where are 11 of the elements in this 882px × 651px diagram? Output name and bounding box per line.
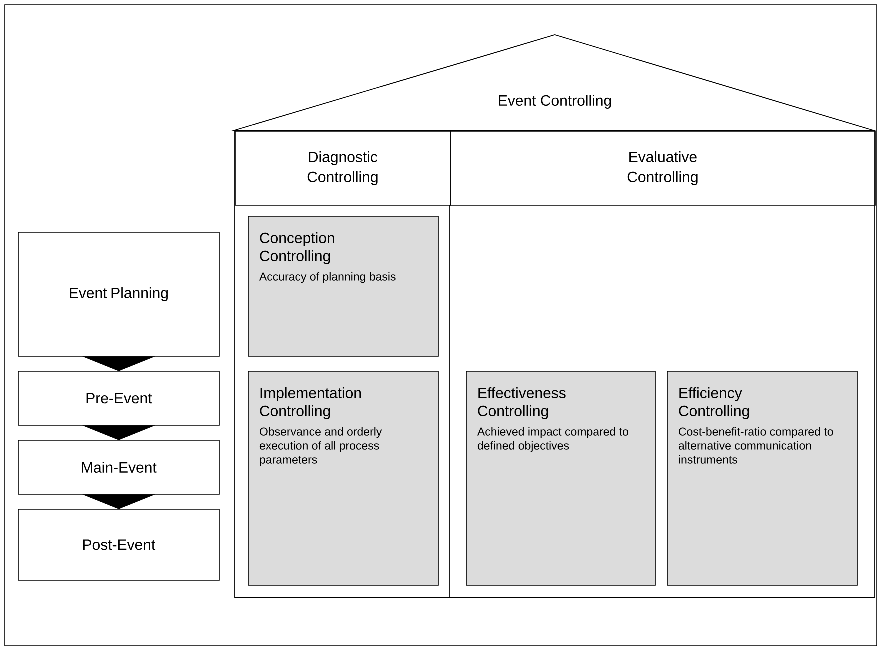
node-label: Event Controlling — [499, 95, 612, 109]
controlling-box: Efficiency Controlling Cost-benefit-ratio compared to alternative communication instruments — [667, 371, 858, 586]
controlling-box: Implementation Controlling Observance and orderly execution of all process parameters — [248, 371, 439, 586]
controlling-box: Conception Controlling Accuracy of planning basis — [248, 216, 439, 357]
phase-box: Main-Event — [18, 440, 220, 495]
header-cell: Evaluative Controlling — [450, 131, 876, 206]
phase-box: Pre-Event — [18, 371, 220, 426]
header-cell: Diagnostic Controlling — [235, 131, 451, 206]
phase-box: Event Planning — [18, 232, 220, 357]
controlling-box: Effectiveness Controlling Achieved impact compared to defined objectives — [466, 371, 656, 586]
phase-box: Post-Event — [18, 509, 220, 581]
